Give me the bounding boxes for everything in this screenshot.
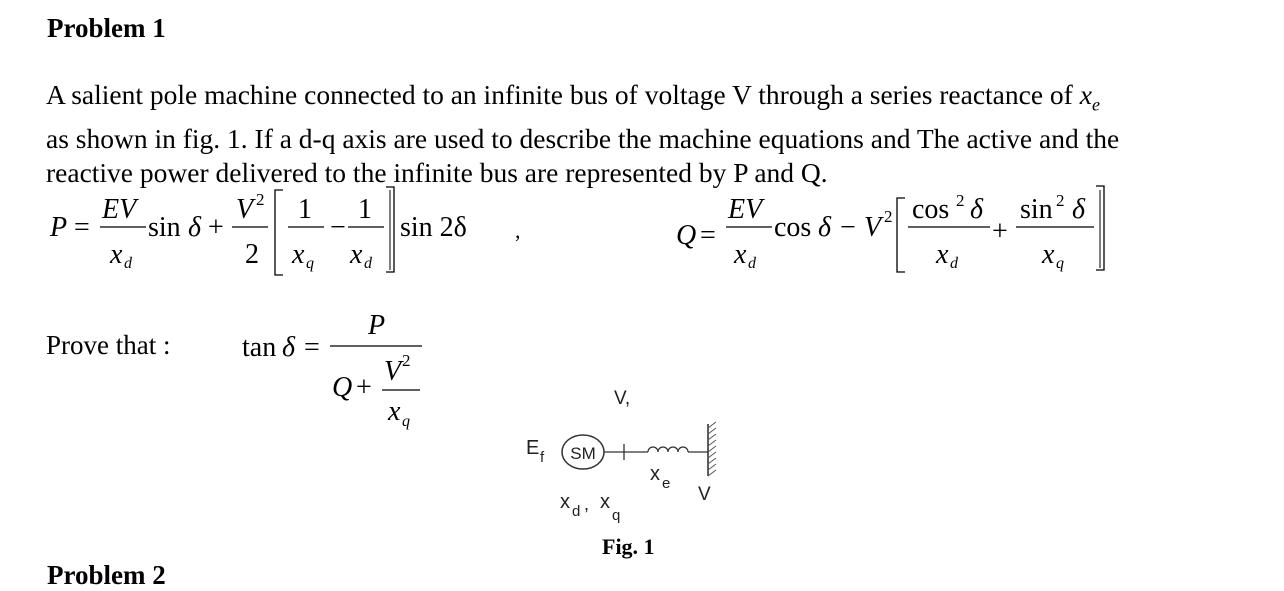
- svg-text:x: x: [291, 239, 305, 270]
- problem-statement: A salient pole machine connected to an i…: [46, 78, 1236, 190]
- svg-text:2: 2: [956, 191, 965, 210]
- svg-text:δ: δ: [970, 194, 984, 225]
- svg-text:x: x: [109, 239, 123, 270]
- svg-text:q: q: [402, 413, 410, 430]
- svg-text:x: x: [349, 239, 363, 270]
- svg-text:q: q: [306, 255, 314, 272]
- svg-text:=: =: [304, 332, 320, 363]
- svg-text:f: f: [540, 449, 545, 466]
- next-problem-title: Problem 2: [47, 560, 166, 590]
- statement-line-2: as shown in fig. 1. If a d-q axis are us…: [46, 122, 1120, 154]
- svg-text:2: 2: [402, 351, 411, 370]
- svg-text:q: q: [612, 507, 620, 524]
- svg-text:−: −: [840, 212, 856, 243]
- svg-text:d: d: [572, 503, 580, 520]
- prove-that-label: Prove that :: [46, 330, 171, 360]
- svg-text:δ: δ: [282, 332, 296, 363]
- reactive-power-equation: Q = EV x d cos δ − V 2 cos 2 δ x d + sin…: [676, 185, 1105, 273]
- svg-text:cos: cos: [912, 194, 949, 225]
- svg-text:d: d: [124, 255, 133, 272]
- sm-label: SM: [570, 444, 596, 463]
- svg-text:V: V: [384, 356, 404, 387]
- svg-text:sin: sin: [148, 212, 181, 243]
- svg-text:V: V: [864, 212, 884, 243]
- math-canvas: P = EV x d sin δ + V 2 2 1 x q − 1 x d s…: [49, 185, 1105, 524]
- svg-text:1: 1: [298, 194, 312, 225]
- svg-text:e: e: [662, 475, 670, 492]
- bus-voltage-label: V: [698, 484, 711, 505]
- svg-text:+: +: [992, 216, 1008, 247]
- svg-text:x: x: [733, 239, 747, 270]
- svg-text:=: =: [74, 212, 90, 243]
- equation-separator: ,: [515, 218, 521, 243]
- svg-text:−: −: [330, 212, 346, 243]
- svg-text:d: d: [950, 255, 959, 272]
- svg-text:q: q: [1056, 255, 1064, 272]
- svg-text:+: +: [356, 372, 372, 403]
- active-power-equation: P = EV x d sin δ + V 2 2 1 x q − 1 x d s…: [49, 186, 467, 276]
- svg-text:sin 2δ: sin 2δ: [400, 212, 467, 243]
- terminal-voltage-label: V,: [614, 388, 630, 409]
- svg-text:δ: δ: [818, 212, 832, 243]
- svg-text:x: x: [387, 396, 401, 427]
- proof-target-equation: tan δ = P Q + V 2 x q: [242, 310, 422, 430]
- reactance-coil-icon: [647, 446, 689, 453]
- svg-text:d: d: [364, 255, 373, 272]
- svg-text:P: P: [49, 212, 67, 243]
- svg-text:Q: Q: [676, 220, 696, 251]
- xe-label: x: [650, 463, 660, 485]
- svg-text:Q: Q: [332, 372, 352, 403]
- svg-text:P: P: [367, 310, 385, 341]
- svg-text:2: 2: [256, 190, 265, 209]
- svg-text:x: x: [600, 491, 610, 513]
- svg-text:+: +: [208, 212, 224, 243]
- figure-1-circuit: V, E f SM x e V x d , x q: [526, 388, 717, 524]
- machine-reactance-label: x: [560, 491, 570, 513]
- figure-caption: Fig. 1: [602, 534, 655, 559]
- svg-text:2: 2: [884, 207, 893, 226]
- svg-text:sin: sin: [1020, 194, 1053, 225]
- svg-text:x: x: [935, 239, 949, 270]
- right-bracket: [386, 186, 395, 273]
- svg-text:δ: δ: [1072, 194, 1086, 225]
- statement-line-3: reactive power delivered to the infinite…: [46, 156, 828, 188]
- emf-label: E: [526, 437, 539, 459]
- problem-title: Problem 1: [47, 13, 166, 43]
- left-bracket: [274, 189, 283, 276]
- statement-line-1: A salient pole machine connected to an i…: [46, 79, 1100, 115]
- svg-text:EV: EV: [727, 194, 765, 225]
- svg-text:2: 2: [245, 239, 259, 270]
- svg-text:1: 1: [358, 194, 372, 225]
- svg-text:d: d: [748, 255, 757, 272]
- svg-text:tan: tan: [242, 332, 276, 363]
- svg-text:x: x: [1041, 239, 1055, 270]
- svg-text:=: =: [700, 220, 716, 251]
- svg-text:2: 2: [1056, 191, 1065, 210]
- svg-text:EV: EV: [101, 194, 139, 225]
- svg-text:V: V: [236, 194, 256, 225]
- svg-text:δ: δ: [188, 212, 202, 243]
- svg-text:cos: cos: [774, 212, 811, 243]
- svg-text:,: ,: [584, 494, 589, 514]
